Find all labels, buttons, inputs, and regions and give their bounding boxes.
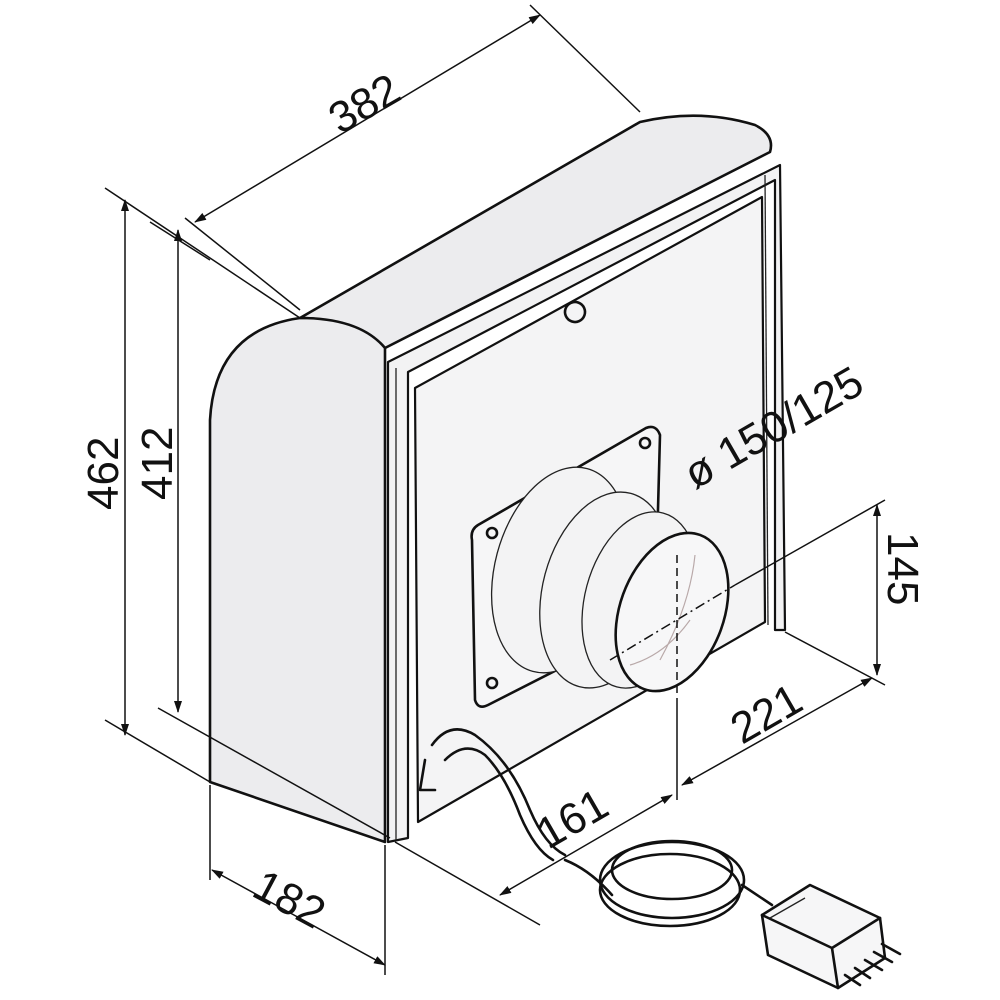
dim-382-label: 382 — [321, 65, 409, 144]
front-frame — [386, 163, 787, 844]
dim-161-label: 161 — [529, 780, 617, 859]
duct-outlet — [614, 531, 730, 693]
cable-connector — [563, 839, 902, 990]
dim-221-label: 221 — [723, 675, 811, 754]
dimension-lines — [104, 4, 886, 975]
dim-182-label: 182 — [245, 861, 333, 939]
dim-412-label: 412 — [133, 427, 182, 500]
housing-side-face — [208, 316, 387, 844]
mounting-hole — [563, 300, 587, 324]
dim-145-label: 145 — [878, 532, 927, 605]
dim-462-label: 462 — [79, 437, 128, 510]
